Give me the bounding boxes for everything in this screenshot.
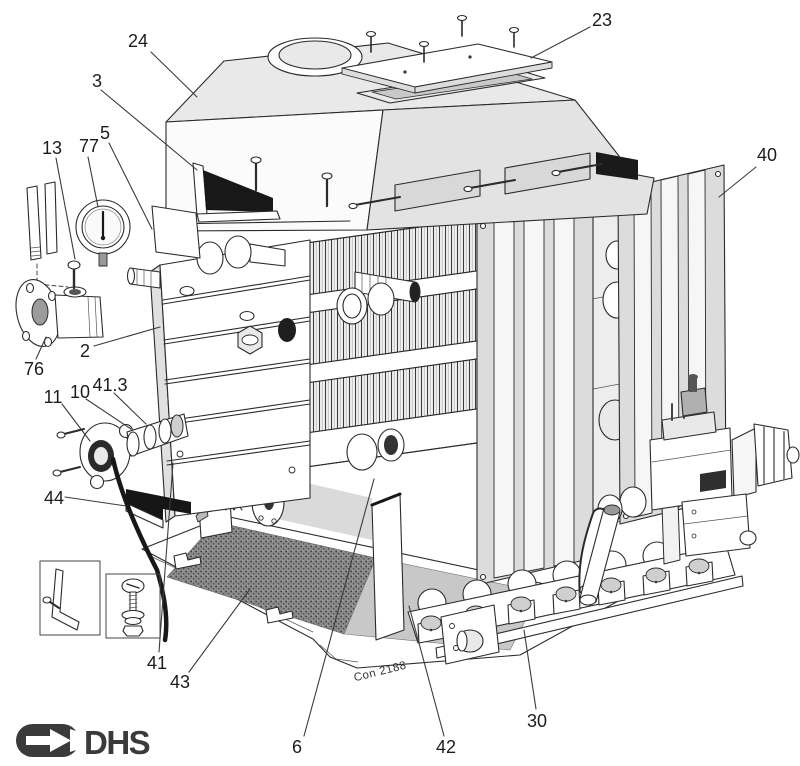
burner-assembly [407, 532, 744, 665]
callout-77: 77 [79, 136, 99, 156]
leader-5 [108, 142, 153, 230]
mixing-tube [579, 504, 621, 606]
flange-screw [52, 466, 81, 477]
callout-41-3: 41.3 [92, 375, 127, 395]
plate-screw [456, 14, 468, 37]
leader-23 [530, 26, 591, 59]
callout-labels: 24 23 3 5 13 77 40 2 76 11 10 41.3 44 41… [24, 10, 777, 757]
callout-44: 44 [44, 488, 64, 508]
callout-24: 24 [128, 31, 148, 51]
flange-connector [126, 413, 189, 457]
leader-lines [35, 26, 757, 737]
callout-13: 13 [42, 138, 62, 158]
leader-10 [85, 398, 132, 430]
leader-6 [303, 478, 375, 737]
callout-43: 43 [170, 672, 190, 692]
return-flange [79, 422, 134, 490]
baffle-slots [348, 152, 638, 212]
leader-43 [188, 588, 251, 673]
burner-injectors [417, 558, 714, 644]
leader-41 [158, 462, 174, 653]
vent-screw [67, 260, 81, 290]
tray-clip [173, 552, 202, 570]
leader-30 [523, 629, 537, 710]
inset-detail-bracket [39, 560, 101, 636]
union-nut [753, 423, 800, 487]
leader-40 [718, 166, 757, 198]
pilot-control-block [681, 493, 757, 557]
leader-11 [61, 403, 91, 442]
sealing-cord [110, 456, 169, 643]
logo-arrow-icon [26, 729, 71, 752]
callout-41: 41 [147, 653, 167, 673]
plate-screw [508, 26, 520, 48]
logo-wordmark: DHS [84, 724, 150, 761]
air-duct-corner [151, 205, 201, 259]
leader-41-3 [113, 392, 147, 425]
panel-opening [278, 318, 296, 342]
solenoid [680, 374, 708, 417]
casing-panel-left [476, 192, 594, 586]
front-panel [126, 235, 311, 523]
immersion-pipe [26, 181, 69, 288]
dhs-logo: DHS [16, 724, 151, 761]
flue-collar [267, 37, 363, 77]
callout-30: 30 [527, 711, 547, 731]
flow-connections [126, 235, 286, 289]
gas-valve-assembly [578, 374, 800, 606]
leader-76 [35, 336, 47, 360]
leader-42 [408, 605, 445, 737]
callout-5: 5 [100, 123, 110, 143]
cover-plate [341, 14, 553, 94]
leader-77 [87, 156, 99, 208]
callout-10: 10 [70, 382, 90, 402]
pipe-oring-bottom [346, 428, 405, 471]
callout-23: 23 [592, 10, 612, 30]
leader-2 [93, 326, 161, 347]
tray-clip [265, 606, 294, 624]
pressure-gauge [75, 199, 131, 267]
inset-screw [42, 596, 60, 609]
baffle-screw [551, 163, 603, 177]
callout-6: 6 [292, 737, 302, 757]
callout-2: 2 [80, 341, 90, 361]
leader-24 [150, 51, 198, 98]
plate-screw [418, 40, 430, 63]
burner-end-plate [440, 604, 500, 665]
callout-3: 3 [92, 71, 102, 91]
callout-76: 76 [24, 359, 44, 379]
hood-bolt [250, 156, 262, 192]
drain-valve [15, 260, 104, 348]
burner-manifold-rail [435, 575, 744, 659]
plate-screw [365, 30, 377, 53]
combustion-chamber-wall [371, 493, 405, 641]
hex-plug [237, 325, 263, 355]
hood-opening [192, 162, 281, 223]
hood-bolt [321, 172, 333, 208]
leader-13 [55, 157, 76, 260]
callout-40: 40 [757, 145, 777, 165]
baffle-screw [348, 196, 401, 210]
leader-3 [100, 89, 198, 171]
baffle-screw [463, 179, 516, 193]
pipe-oring-center [336, 282, 395, 325]
flange-screw [56, 428, 85, 439]
callout-42: 42 [436, 737, 456, 757]
inset-detail-fixing [105, 573, 161, 639]
retaining-bracket [125, 489, 191, 529]
callout-11: 11 [44, 387, 63, 407]
leader-44 [64, 496, 127, 507]
